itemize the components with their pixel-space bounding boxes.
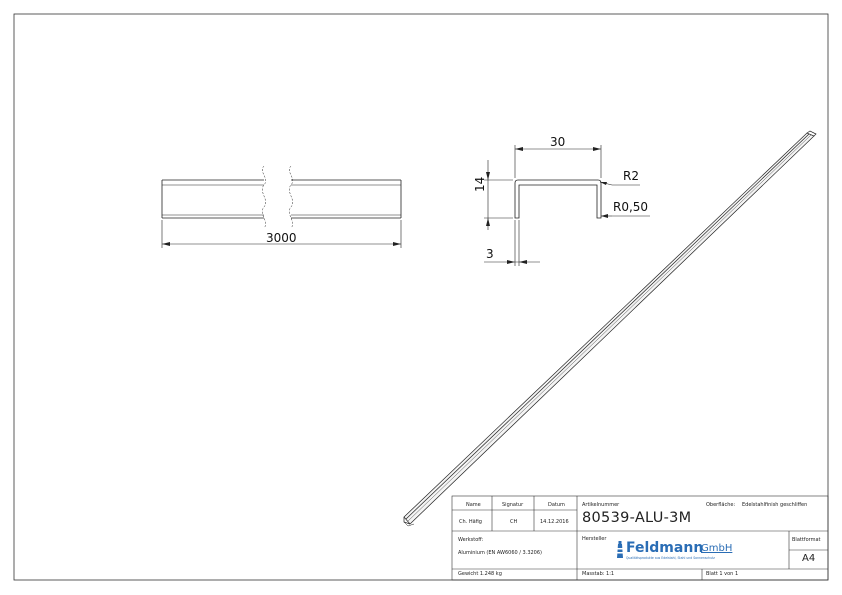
section-profile <box>514 179 602 219</box>
scale: Masstab: 1:1 <box>582 571 615 577</box>
material-value: Aluminium (EN AW6060 / 3.3206) <box>458 550 542 556</box>
length-dimension-label: 3000 <box>266 231 297 245</box>
drawing-frame <box>13 13 829 581</box>
logo-suffix: GmbH <box>701 543 733 554</box>
sheet-format-value: A4 <box>802 553 816 564</box>
front-view <box>161 165 402 229</box>
sheet-format-label: Blattformat <box>792 537 821 543</box>
height-dimension-label: 14 <box>473 176 487 192</box>
logo-tagline: Qualitätsprodukte aus Edelstahl, Stahl u… <box>626 556 715 560</box>
author-signature: CH <box>510 519 518 525</box>
isometric-profile <box>403 130 817 527</box>
header-name: Name <box>466 502 481 508</box>
inner-radius-label: R0,50 <box>613 200 649 214</box>
manufacturer-label: Hersteller <box>582 536 607 542</box>
title-block <box>451 495 829 581</box>
lip-dimension-label: 3 <box>486 247 494 261</box>
lighthouse-icon <box>617 541 623 558</box>
header-signature: Signatur <box>502 502 524 508</box>
surface-label: Oberfläche: <box>706 502 736 508</box>
article-number: 80539-ALU-3M <box>582 510 692 526</box>
dimension-length <box>161 220 402 248</box>
author-date: 14.12.2016 <box>540 519 569 525</box>
weight: Gewicht 1.248 kg <box>458 571 502 577</box>
width-dimension-label: 30 <box>550 135 566 149</box>
material-label: Werkstoff: <box>458 537 484 543</box>
surface-value: Edelstahlfinish geschliffen <box>742 502 808 508</box>
section-dimensions <box>484 145 650 266</box>
feldmann-logo: Feldmann GmbH Qualitätsprodukte aus Edel… <box>615 540 745 564</box>
sheet-number: Blatt 1 von 1 <box>706 571 739 577</box>
header-date: Datum <box>548 502 565 508</box>
author-name: Ch. Häfig <box>459 519 482 525</box>
article-number-label: Artikelnummer <box>582 502 620 508</box>
outer-radius-label: R2 <box>623 169 639 183</box>
logo-name: Feldmann <box>626 540 704 556</box>
